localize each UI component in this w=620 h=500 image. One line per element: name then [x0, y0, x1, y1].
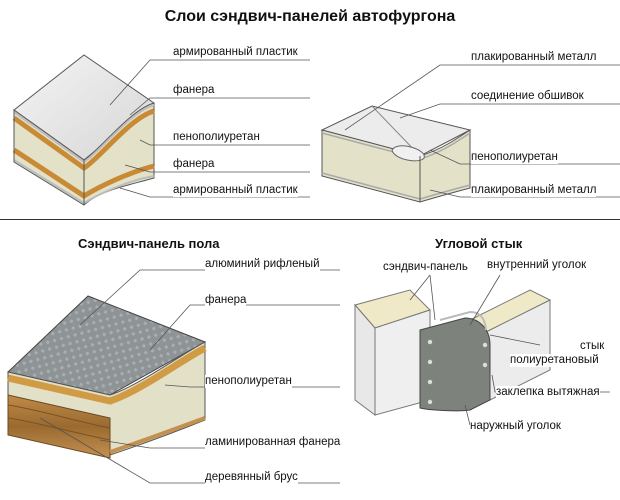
floor-panel-title: Сэндвич-панель пола [78, 236, 220, 251]
label-wooden-beam: деревянный брус [205, 471, 298, 484]
label-plywood-bottom: фанера [173, 158, 215, 171]
label-laminated-plywood: ламинированная фанера [205, 436, 341, 449]
corner-joint-title: Угловой стык [435, 236, 523, 251]
label-clad-metal-bottom: плакированный металл [471, 184, 597, 197]
diagram-title: Слои сэндвич-панелей автофургона [164, 8, 456, 25]
label-polyurethane-foam: пенополиуретан [173, 131, 260, 144]
floor-panel-drawing [6, 295, 207, 459]
label-polyurethane-joint: полиуретановый [510, 354, 599, 367]
wall-panel-drawing [12, 54, 155, 206]
label-plywood-top: фанера [173, 84, 215, 97]
label-reinforced-plastic-top: армированный пластик [173, 46, 298, 59]
corner-joint-drawing [354, 289, 552, 416]
label-polyurethane-floor: пенополиуретан [205, 375, 292, 388]
label-outer-corner: наружный уголок [470, 420, 561, 433]
label-sandwich-panel: сэндвич-панель [383, 261, 468, 274]
label-reinforced-plastic-bottom: армированный пластик [173, 184, 298, 197]
label-polyurethane-foam-metal: пенополиуретан [471, 151, 558, 164]
label-plywood-floor: фанера [205, 294, 247, 307]
label-joint: стык [580, 340, 605, 353]
metal-panel-drawing [320, 105, 472, 203]
label-skin-joint: соединение обшивок [471, 90, 584, 103]
leader-lines [39, 59, 620, 484]
label-inner-corner: внутренний уголок [487, 259, 587, 272]
label-blind-rivet: заклепка вытяжная [496, 386, 600, 399]
label-aluminum-checker: алюминий рифленый [205, 258, 320, 271]
section-divider [0, 219, 620, 220]
label-clad-metal-top: плакированный металл [471, 51, 597, 64]
